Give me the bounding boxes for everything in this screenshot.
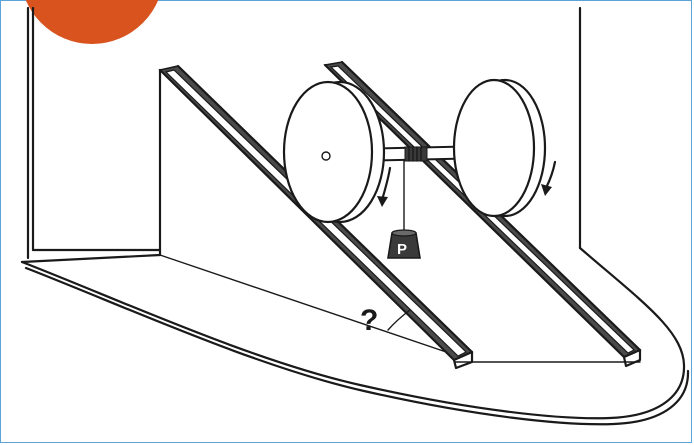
weight-label: P — [397, 241, 407, 258]
angle-question-mark: ? — [360, 304, 378, 337]
right-rotation-arrow — [541, 160, 557, 196]
right-wheel — [452, 78, 547, 218]
hanging-weight: P — [387, 160, 421, 259]
orange-corner-badge — [25, 0, 159, 44]
wheel-hub — [321, 151, 331, 161]
base-plate — [20, 246, 690, 426]
axle-thread — [404, 146, 428, 162]
incline-angle: ? — [360, 304, 411, 337]
left-rotation-arrow — [377, 166, 392, 207]
left-wheel — [282, 80, 386, 224]
back-wall — [26, 6, 582, 356]
